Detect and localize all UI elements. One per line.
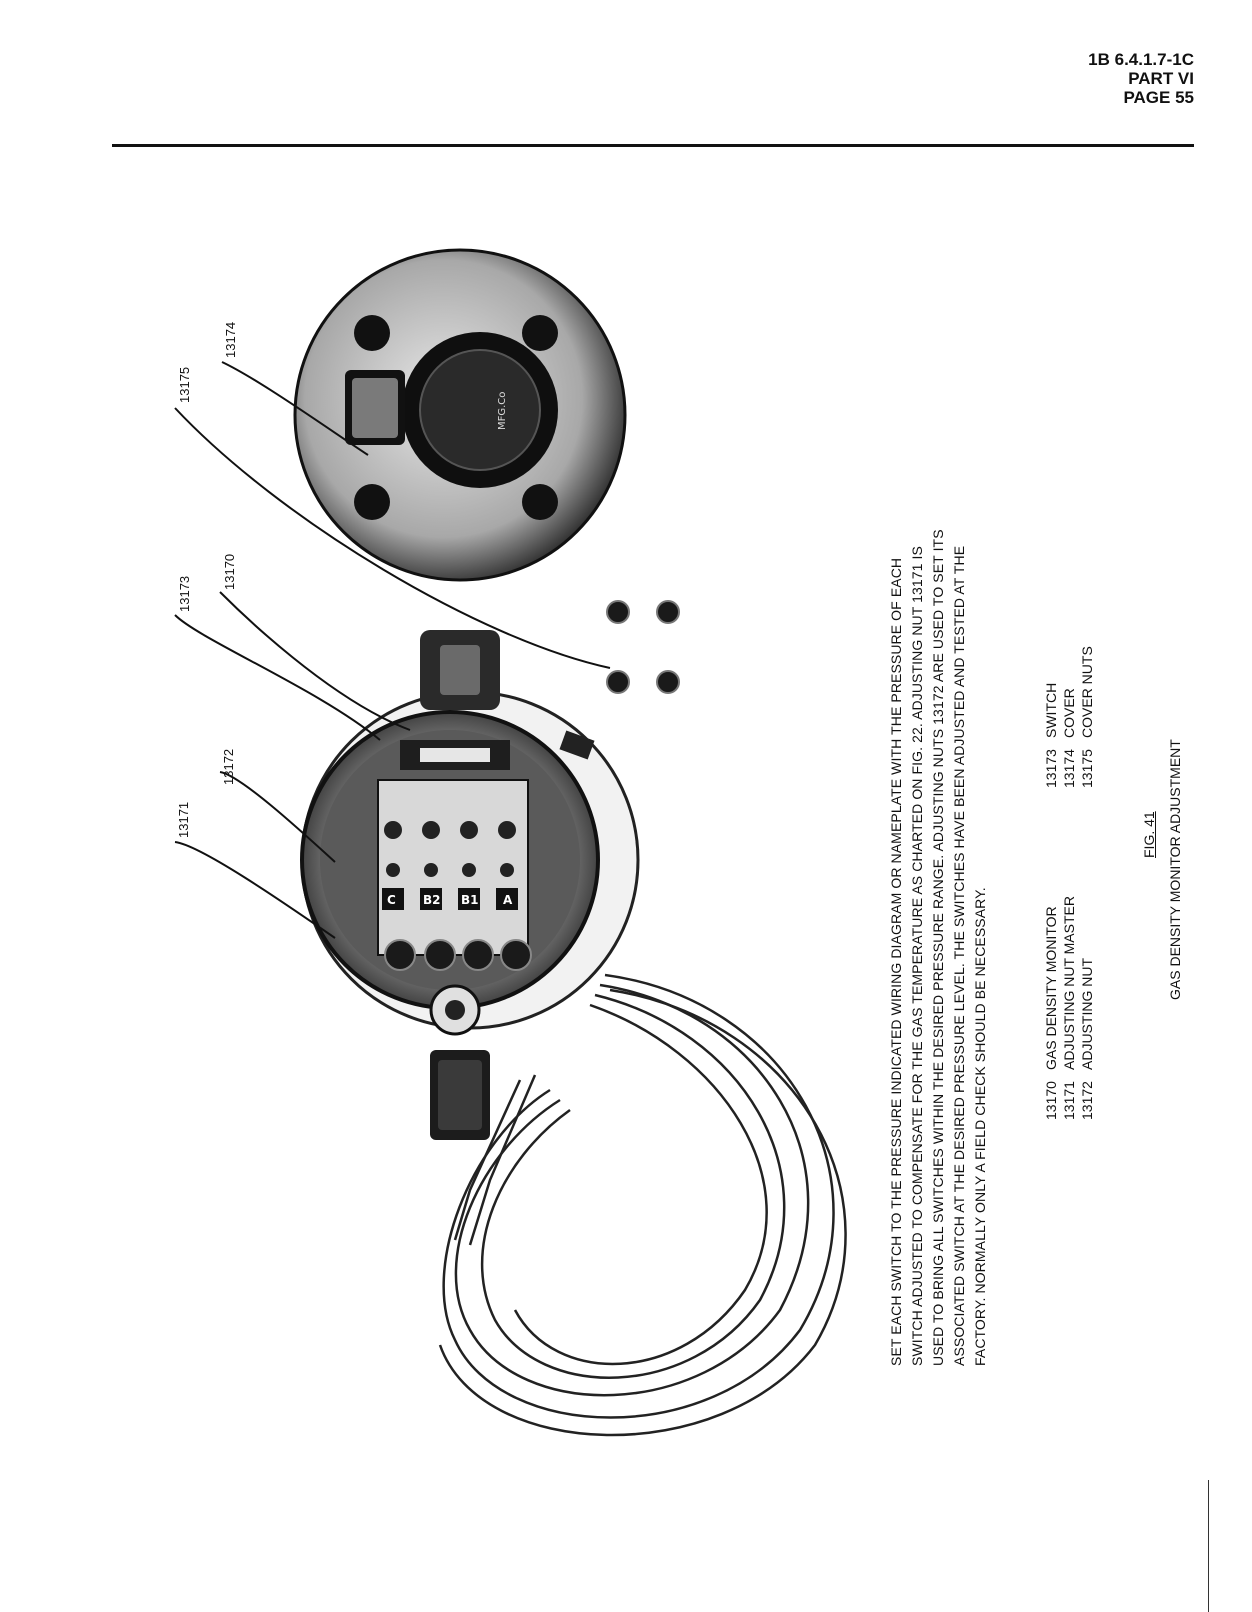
callout-13175: 13175 (177, 366, 192, 403)
part-number: 13175 (1079, 749, 1095, 788)
instruction-line: SWITCH ADJUSTED TO COMPENSATE FOR THE GA… (909, 546, 925, 1366)
part-number: 13173 (1043, 749, 1059, 788)
part-row: 13171 ADJUSTING NUT MASTER (1060, 896, 1078, 1120)
terminal-label-c: C (387, 893, 396, 907)
part-name: COVER (1061, 688, 1077, 738)
terminal-label-b2: B2 (423, 893, 441, 907)
part-name: ADJUSTING NUT (1079, 958, 1095, 1070)
part-name: COVER NUTS (1079, 646, 1095, 738)
part-label: PART VI (1128, 69, 1194, 88)
parts-list-right: 13173 SWITCH 13174 COVER 13175 COVER NUTS (1042, 646, 1096, 788)
callout-13170: 13170 (222, 553, 237, 590)
header-rule (112, 144, 1194, 147)
part-row: 13172 ADJUSTING NUT (1078, 896, 1096, 1120)
page-header: 1B 6.4.1.7-1C PART VI PAGE 55 (1088, 50, 1194, 107)
adjustment-instructions: SET EACH SWITCH TO THE PRESSURE INDICATE… (886, 256, 991, 1366)
part-name: GAS DENSITY MONITOR (1043, 906, 1059, 1070)
part-number: 13171 (1061, 1081, 1077, 1120)
terminal-label-a: A (503, 893, 513, 907)
instruction-line: ASSOCIATED SWITCH AT THE DESIRED PRESSUR… (951, 545, 967, 1366)
callout-13173: 13173 (177, 575, 192, 612)
page-number: PAGE 55 (1123, 88, 1194, 107)
document-number: 1B 6.4.1.7-1C (1088, 50, 1194, 69)
figure-number: FIG. 41 (1141, 811, 1157, 858)
gas-density-monitor: C B2 B1 A (300, 630, 640, 1036)
nameplate-text: MFG.Co (497, 392, 508, 430)
page-edge-line (1208, 1480, 1209, 1612)
cover-nuts (606, 600, 680, 694)
part-number: 13172 (1079, 1081, 1095, 1120)
callout-13171: 13171 (176, 801, 191, 838)
leader-lines (174, 361, 611, 939)
callout-13172: 13172 (221, 748, 236, 785)
parts-list-left: 13170GAS DENSITY MONITOR 13171ADJUSTING … (1042, 896, 1096, 1120)
figure-title: GAS DENSITY MONITOR ADJUSTMENT (1167, 739, 1183, 1000)
instruction-line: FACTORY. NORMALLY ONLY A FIELD CHECK SHO… (972, 887, 988, 1366)
instruction-line: SET EACH SWITCH TO THE PRESSURE INDICATE… (888, 557, 904, 1366)
cover: MFG.Co (293, 248, 627, 582)
part-row: 13175 COVER NUTS (1078, 646, 1096, 788)
instruction-line: USED TO BRING ALL SWITCHES WITHIN THE DE… (930, 529, 946, 1366)
callout-13174: 13174 (223, 321, 238, 358)
terminal-label-b1: B1 (461, 893, 479, 907)
part-row: 13174 COVER (1060, 646, 1078, 788)
part-number: 13170 (1043, 1081, 1059, 1120)
part-row: 13170 GAS DENSITY MONITOR (1042, 896, 1060, 1120)
part-name: SWITCH (1043, 682, 1059, 738)
wire-loop (438, 973, 847, 1437)
part-number: 13174 (1061, 749, 1077, 788)
part-name: ADJUSTING NUT MASTER (1061, 896, 1077, 1070)
part-row: 13173 SWITCH (1042, 646, 1060, 788)
